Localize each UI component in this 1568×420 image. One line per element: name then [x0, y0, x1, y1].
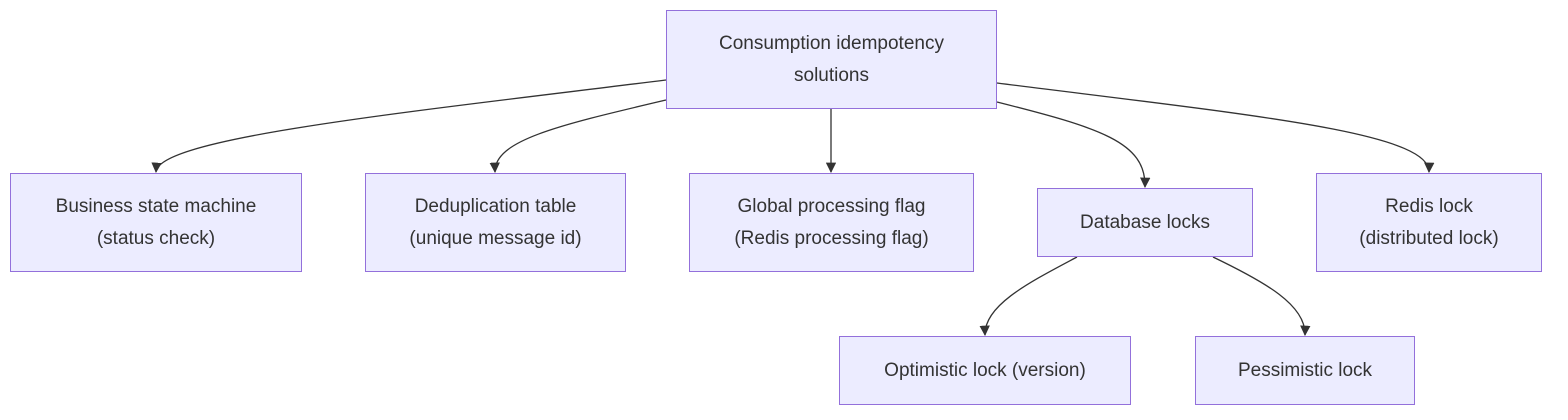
edge-root-to-redis: [996, 82, 1435, 174]
node-label-line1: Pessimistic lock: [1237, 359, 1373, 381]
edge-root-to-db: [996, 101, 1151, 189]
node-global-processing-flag: Global processing flag (Redis processing…: [689, 173, 974, 272]
node-label-line1: Business state machine: [55, 195, 257, 217]
node-business-state-machine: Business state machine (status check): [10, 173, 302, 272]
edge-db-to-pessimistic: [1212, 256, 1311, 337]
node-consumption-idempotency-solutions: Consumption idempotency solutions: [666, 10, 997, 109]
node-label-line1: Redis lock: [1385, 195, 1473, 217]
node-label-line2: solutions: [794, 64, 869, 86]
edge-root-to-business: [151, 79, 667, 174]
node-label-line2: (status check): [96, 227, 216, 249]
node-label-line1: Optimistic lock (version): [884, 359, 1086, 381]
node-label-line1: Database locks: [1080, 211, 1210, 233]
node-label-line2: (distributed lock): [1359, 227, 1499, 249]
node-redis-lock: Redis lock (distributed lock): [1316, 173, 1542, 272]
node-pessimistic-lock: Pessimistic lock: [1195, 336, 1415, 405]
node-label-line2: (unique message id): [409, 227, 582, 249]
node-label-line1: Deduplication table: [414, 195, 577, 217]
node-label-line1: Consumption idempotency: [719, 32, 944, 54]
node-database-locks: Database locks: [1037, 188, 1253, 257]
node-label-line1: Global processing flag: [737, 195, 926, 217]
node-label-line2: (Redis processing flag): [734, 227, 929, 249]
edge-db-to-optimistic: [979, 256, 1078, 337]
node-deduplication-table: Deduplication table (unique message id): [365, 173, 626, 272]
node-optimistic-lock: Optimistic lock (version): [839, 336, 1131, 405]
edge-root-to-dedup: [489, 99, 667, 174]
